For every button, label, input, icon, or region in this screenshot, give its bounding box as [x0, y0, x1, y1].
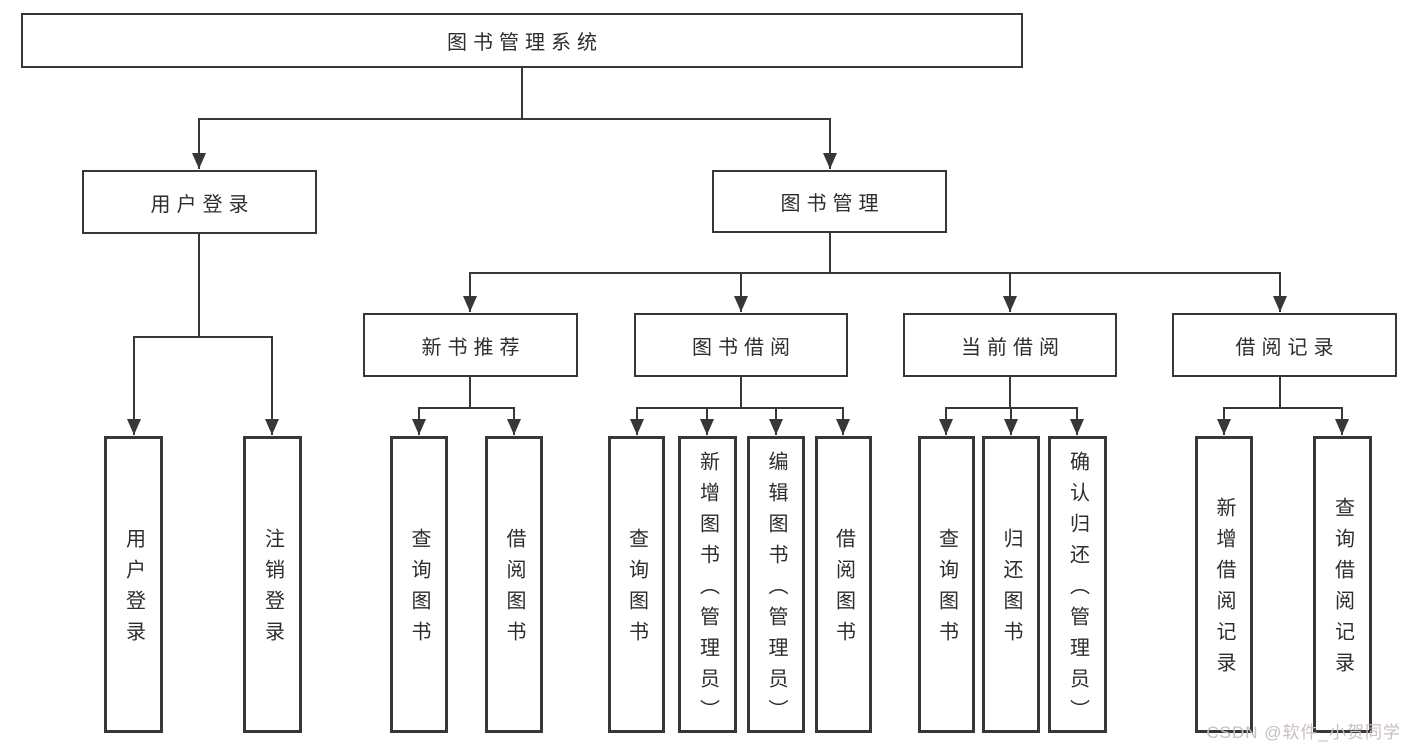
leaf-query-borrow-record: 查询借阅记录: [1313, 436, 1372, 733]
node-book-management-label: 图书管理: [780, 193, 885, 215]
node-current-borrow-label: 当前借阅: [961, 336, 1065, 359]
leaf-confirm-return-admin-label: 确认归还（管理员）: [1066, 450, 1089, 730]
leaf-recommend-query-books-label: 查询图书: [408, 528, 430, 652]
node-book-management: 图书管理: [712, 170, 947, 233]
node-new-book-recommend-label: 新书推荐: [421, 336, 526, 359]
leaf-add-books-admin: 新增图书（管理员）: [678, 436, 737, 733]
watermark: CSDN @软件_小贺同学: [1206, 723, 1401, 742]
node-user-login: 用户登录: [82, 170, 317, 234]
leaf-current-query-books-label: 查询图书: [935, 528, 958, 652]
node-book-borrow: 图书借阅: [634, 313, 848, 377]
node-user-login-label: 用户登录: [150, 193, 255, 216]
node-borrow-record-label: 借阅记录: [1235, 336, 1340, 359]
leaf-edit-books-admin: 编辑图书（管理员）: [747, 436, 805, 733]
node-borrow-record: 借阅记录: [1172, 313, 1397, 377]
leaf-borrow-borrow-books: 借阅图书: [815, 436, 872, 733]
leaf-return-books: 归还图书: [982, 436, 1040, 733]
node-root-label: 图书管理系统: [447, 32, 603, 54]
leaf-recommend-query-books: 查询图书: [390, 436, 448, 733]
leaf-add-borrow-record: 新增借阅记录: [1195, 436, 1253, 733]
leaf-add-books-admin-label: 新增图书（管理员）: [696, 450, 719, 730]
leaf-user-login-label: 用户登录: [122, 528, 145, 652]
leaf-recommend-borrow-books-label: 借阅图书: [503, 528, 525, 652]
node-book-borrow-label: 图书借阅: [692, 336, 796, 359]
node-new-book-recommend: 新书推荐: [363, 313, 578, 377]
node-current-borrow: 当前借阅: [903, 313, 1117, 377]
leaf-logout: 注销登录: [243, 436, 302, 733]
leaf-confirm-return-admin: 确认归还（管理员）: [1048, 436, 1107, 733]
leaf-borrow-query-books-label: 查询图书: [625, 528, 648, 652]
leaf-user-login: 用户登录: [104, 436, 163, 733]
leaf-recommend-borrow-books: 借阅图书: [485, 436, 543, 733]
leaf-borrow-query-books: 查询图书: [608, 436, 665, 733]
leaf-edit-books-admin-label: 编辑图书（管理员）: [765, 450, 787, 730]
leaf-return-books-label: 归还图书: [1000, 528, 1022, 652]
leaf-current-query-books: 查询图书: [918, 436, 975, 733]
leaf-logout-label: 注销登录: [261, 528, 284, 652]
leaf-add-borrow-record-label: 新增借阅记录: [1213, 497, 1235, 683]
leaf-query-borrow-record-label: 查询借阅记录: [1331, 497, 1354, 683]
leaf-borrow-borrow-books-label: 借阅图书: [832, 528, 855, 652]
node-root: 图书管理系统: [21, 13, 1023, 68]
